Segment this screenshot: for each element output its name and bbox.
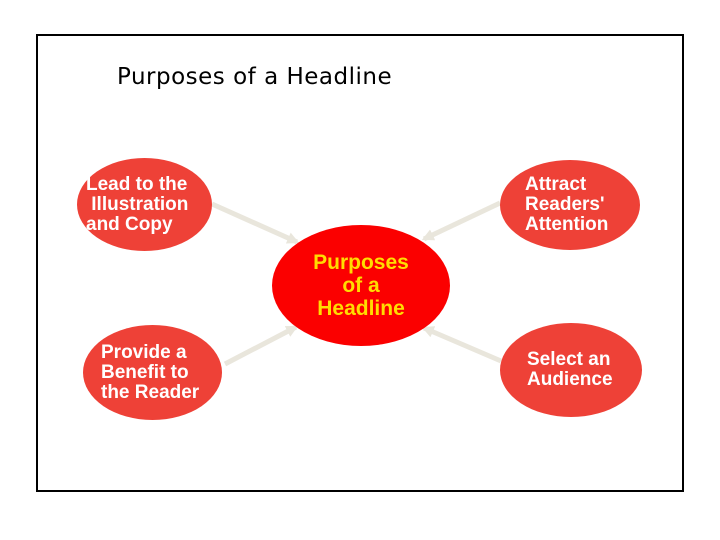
node-text-line: Audience xyxy=(527,369,613,390)
node-text-line: Attention xyxy=(525,214,609,235)
node-text-line: the Reader xyxy=(101,381,200,403)
center-text-line: Headline xyxy=(317,297,405,320)
node-text-line: Attract xyxy=(525,174,587,195)
node-text-line: Select an xyxy=(527,349,611,370)
arrow-bottom-right-to-center xyxy=(421,325,502,364)
node-text-line: Lead to the xyxy=(86,173,188,195)
node-provide-benefit: Provide a Benefit to the Reader xyxy=(83,325,222,420)
node-text-line: Benefit to xyxy=(101,361,189,383)
node-attract-attention: Attract Readers' Attention xyxy=(500,160,640,250)
arrow-top-left-to-center xyxy=(210,201,300,245)
center-text-line: of a xyxy=(342,274,380,297)
node-text-line: Provide a xyxy=(101,341,187,363)
node-lead-to-illustration: Lead to the Illustration and Copy xyxy=(77,158,212,251)
node-text-line: Readers' xyxy=(525,194,605,215)
slide-title: Purposes of a Headline xyxy=(117,64,393,90)
node-center-purposes-of-a-headline: Purposes of a Headline xyxy=(272,225,450,346)
node-text-line: and Copy xyxy=(86,213,173,235)
node-select-audience: Select an Audience xyxy=(500,323,642,417)
arrow-top-right-to-center xyxy=(421,200,502,242)
node-text-line: Illustration xyxy=(86,193,189,215)
arrow-bottom-left-to-center xyxy=(223,324,299,367)
center-text-line: Purposes xyxy=(313,251,409,274)
